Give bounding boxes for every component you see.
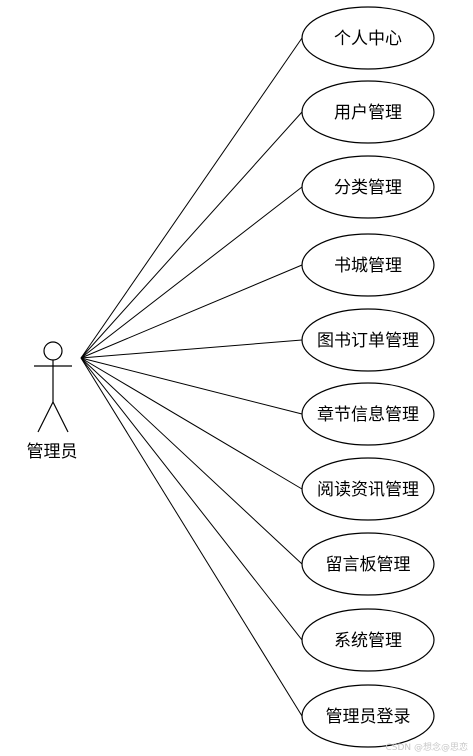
actor: 管理员: [27, 341, 78, 462]
association-line: [80, 111, 303, 359]
watermark: CSDN @想念@思恋: [385, 741, 468, 753]
use-case: 书城管理: [301, 233, 435, 297]
use-case-label: 阅读资讯管理: [317, 480, 419, 500]
use-case: 个人中心: [301, 6, 435, 70]
actor-label: 管理员: [27, 442, 78, 462]
use-case-ellipse: [301, 382, 435, 446]
use-case-label: 书城管理: [334, 256, 402, 276]
association-line: [80, 357, 303, 490]
use-case: 用户管理: [301, 80, 435, 144]
actor-head: [43, 341, 63, 361]
use-case-label: 章节信息管理: [317, 405, 419, 425]
association-line: [80, 37, 303, 359]
use-case-list: 个人中心用户管理分类管理书城管理图书订单管理章节信息管理阅读资讯管理留言板管理系…: [301, 6, 435, 748]
association-line: [80, 339, 303, 359]
association-line: [80, 357, 303, 565]
use-case-label: 个人中心: [334, 29, 402, 49]
association-line: [80, 357, 303, 415]
association-line: [80, 186, 303, 359]
use-case-label: 留言板管理: [326, 555, 411, 575]
use-case: 章节信息管理: [301, 382, 435, 446]
actor-left-leg: [37, 401, 54, 433]
use-case-label: 图书订单管理: [317, 331, 419, 351]
use-case-ellipse: [301, 308, 435, 372]
use-case-label: 用户管理: [334, 103, 402, 123]
association-line: [80, 264, 303, 359]
association-lines: [80, 37, 303, 717]
use-case-ellipse: [301, 233, 435, 297]
use-case-ellipse: [301, 80, 435, 144]
use-case-ellipse: [301, 608, 435, 672]
use-case: 分类管理: [301, 155, 435, 219]
association-line: [80, 357, 303, 641]
use-case: 管理员登录: [301, 684, 435, 748]
use-case-label: 系统管理: [334, 631, 402, 651]
use-case-ellipse: [301, 155, 435, 219]
use-case-label: 管理员登录: [326, 707, 411, 727]
use-case-ellipse: [301, 457, 435, 521]
use-case-ellipse: [301, 532, 435, 596]
use-case: 图书订单管理: [301, 308, 435, 372]
use-case: 系统管理: [301, 608, 435, 672]
use-case: 留言板管理: [301, 532, 435, 596]
use-case-ellipse: [301, 6, 435, 70]
association-line: [80, 357, 303, 717]
use-case-label: 分类管理: [334, 178, 402, 198]
actor-right-leg: [52, 401, 69, 433]
use-case: 阅读资讯管理: [301, 457, 435, 521]
use-case-ellipse: [301, 684, 435, 748]
